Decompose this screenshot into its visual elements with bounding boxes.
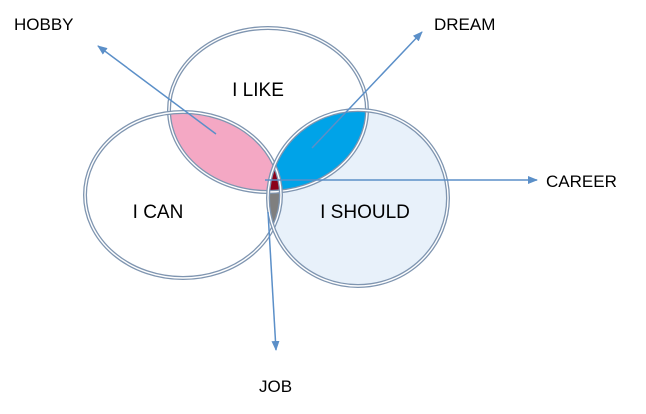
label-career: CAREER	[546, 172, 617, 191]
dream-arrow	[311, 31, 423, 149]
label-hobby: HOBBY	[14, 15, 74, 34]
label-i-can: I CAN	[133, 202, 184, 223]
label-job: JOB	[259, 377, 292, 396]
circle-outlines	[83, 26, 450, 288]
label-dream: DREAM	[434, 15, 495, 34]
arrows	[97, 31, 538, 351]
dream-region	[268, 110, 367, 192]
job-arrow	[267, 211, 280, 351]
label-i-like: I LIKE	[232, 80, 284, 101]
hobby-region	[169, 112, 281, 192]
label-i-should: I SHOULD	[320, 202, 410, 223]
hobby-arrow	[97, 45, 217, 135]
